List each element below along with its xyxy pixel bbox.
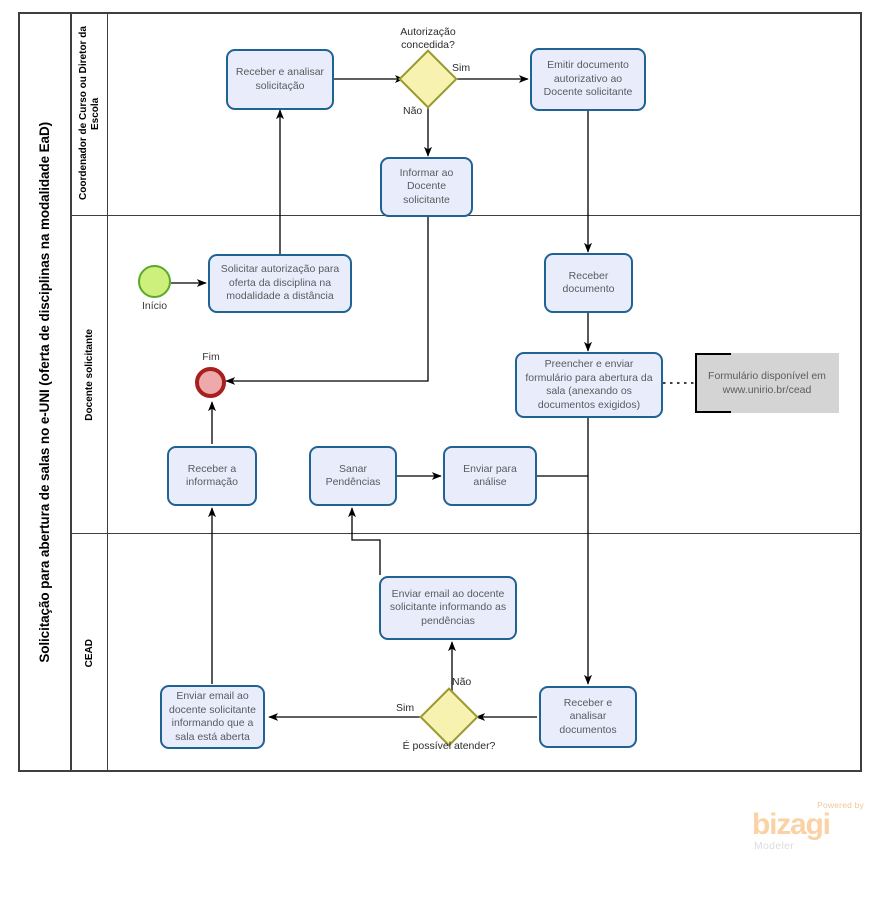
flow-label-sim-atender: Sim [396, 702, 415, 714]
pool-title: Solicitação para abertura de salas no e-… [18, 12, 72, 772]
task-label: Informar ao Docente solicitante [399, 166, 454, 206]
gateway-label-line1: Autorização [400, 26, 456, 38]
task-informar-docente[interactable]: Informar ao Docente solicitante [380, 157, 473, 217]
gateway-autorizacao-label: Autorização concedida? [369, 26, 487, 52]
task-label: Receber e analisar solicitação [235, 66, 325, 92]
task-label: Receber e analisar documentos [559, 696, 617, 736]
task-solicitar-autorizacao[interactable]: Solicitar autorização para oferta da dis… [208, 254, 352, 313]
end-event-label: Fim [202, 351, 220, 363]
lane-label-coordenador: Coordenador de Curso ou Diretor da Escol… [77, 26, 101, 201]
bizagi-wordmark: bizagi [752, 808, 831, 841]
lane-header-docente: Docente solicitante [72, 216, 108, 533]
gateway-label-line2: concedida? [401, 39, 455, 51]
task-receber-analisar-solicitacao[interactable]: Receber e analisar solicitação [226, 49, 334, 110]
task-sanar-pendencias[interactable]: Sanar Pendências [309, 446, 397, 506]
pool-frame [18, 12, 862, 772]
flow-label-nao-atender: Não [452, 676, 472, 688]
bizagi-product-label: Modeler [754, 840, 795, 852]
task-enviar-email-pendencias[interactable]: Enviar email ao docente solicitante info… [379, 576, 517, 640]
end-event[interactable] [195, 367, 226, 398]
gateway-possivel-atender[interactable] [419, 687, 479, 747]
lane-label-docente: Docente solicitante [83, 328, 95, 421]
task-label: Receber documento [562, 269, 615, 296]
task-label: Sanar Pendências [325, 462, 381, 489]
start-event[interactable] [138, 265, 171, 298]
task-enviar-email-sala-aberta[interactable]: Enviar email ao docente solicitante info… [160, 685, 265, 749]
gateway-autorizacao[interactable] [398, 49, 458, 109]
bizagi-branding: Powered by bizagi Modeler [752, 800, 864, 858]
pool-title-label: Solicitação para abertura de salas no e-… [36, 121, 52, 663]
annotation-line2: www.unirio.br/cead [722, 384, 812, 396]
task-label: Enviar email ao docente solicitante info… [169, 690, 256, 743]
annotation-formulario: Formulário disponível em www.unirio.br/c… [695, 353, 839, 413]
lane-label-cead: CEAD [83, 638, 95, 668]
task-label: Solicitar autorização para oferta da dis… [220, 263, 340, 303]
gateway-diamond [419, 687, 479, 747]
task-label: Emitir documento autorizativo ao Docente… [543, 59, 633, 99]
task-preencher-enviar-formulario[interactable]: Preencher e enviar formulário para abert… [515, 352, 663, 418]
gateway-diamond [398, 49, 458, 109]
annotation-text: Formulário disponível em www.unirio.br/c… [708, 369, 826, 397]
task-label: Receber a informação [186, 462, 238, 489]
lane-header-cead: CEAD [72, 534, 108, 772]
task-receber-informacao[interactable]: Receber a informação [167, 446, 257, 506]
task-receber-documento[interactable]: Receber documento [544, 253, 633, 313]
task-label: Preencher e enviar formulário para abert… [525, 358, 653, 411]
lane-cead: CEAD [72, 534, 862, 772]
annotation-line1: Formulário disponível em [708, 370, 826, 382]
task-enviar-para-analise[interactable]: Enviar para análise [443, 446, 537, 506]
flow-label-nao-autorizacao: Não [403, 105, 423, 117]
gateway-possivel-atender-label: É possível atender? [402, 740, 496, 752]
task-label: Enviar email ao docente solicitante info… [389, 587, 507, 627]
lane-header-coordenador: Coordenador de Curso ou Diretor da Escol… [72, 12, 108, 215]
lane-docente: Docente solicitante [72, 216, 862, 534]
task-emitir-documento-autorizativo[interactable]: Emitir documento autorizativo ao Docente… [530, 48, 646, 111]
powered-by-label: Powered by [817, 800, 864, 810]
task-receber-analisar-documentos[interactable]: Receber e analisar documentos [539, 686, 637, 748]
flow-label-sim-autorizacao: Sim [452, 62, 471, 74]
task-label: Enviar para análise [463, 462, 517, 489]
start-event-label: Início [141, 300, 168, 312]
